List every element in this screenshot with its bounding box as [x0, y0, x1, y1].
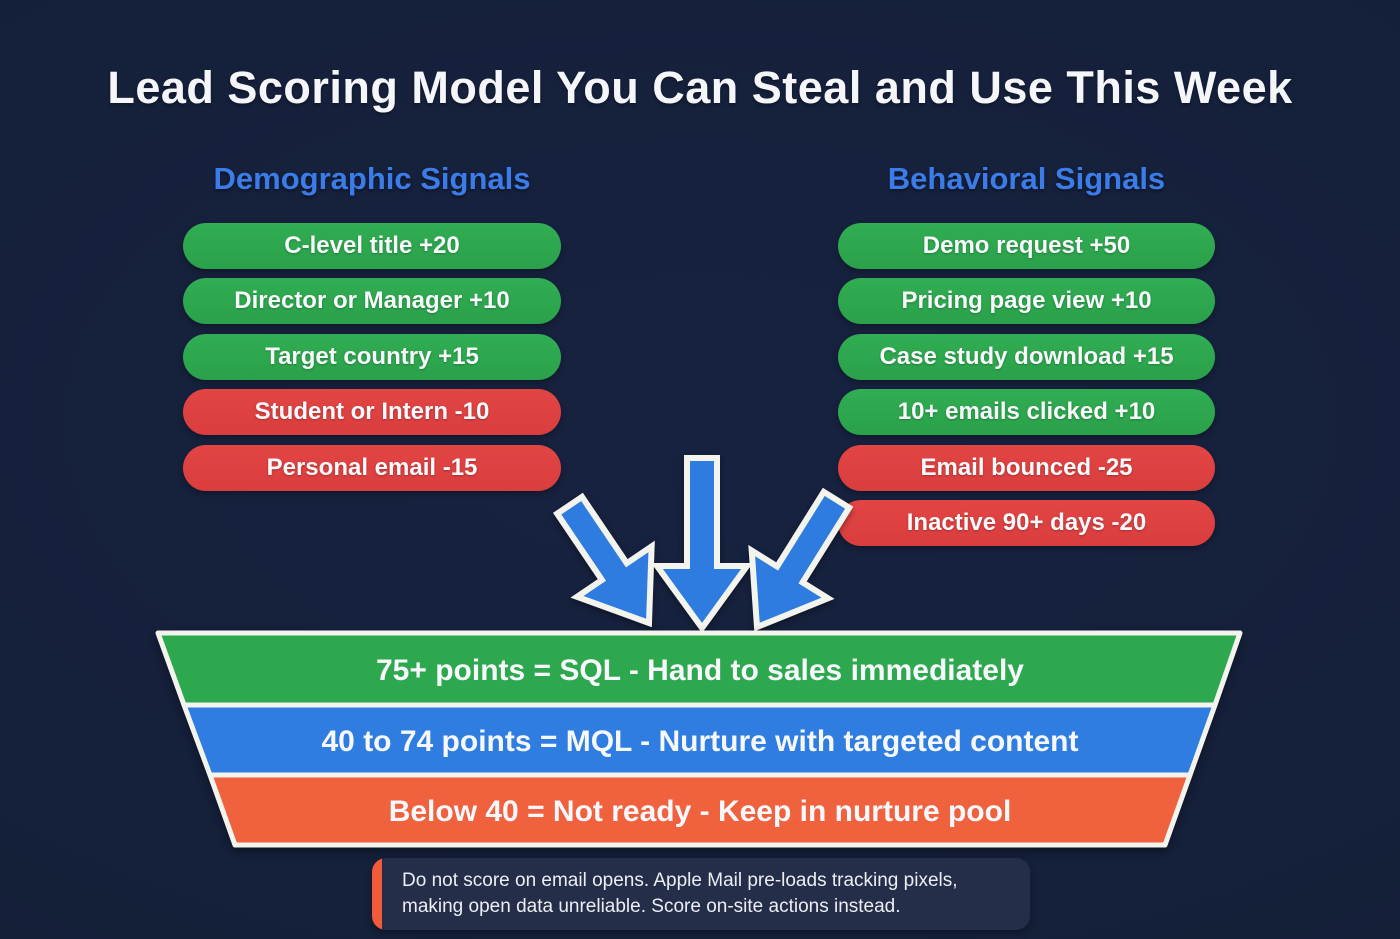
- pill-email-bounced: Email bounced -25: [838, 445, 1215, 491]
- arrow-down-center-icon: [651, 455, 753, 634]
- funnel-tier-not-ready: [207, 772, 1193, 848]
- pill-student-or-intern: Student or Intern -10: [183, 389, 561, 435]
- pill-target-country: Target country +15: [183, 334, 561, 380]
- arrow-down-left-icon: [552, 492, 655, 628]
- pill-emails-clicked: 10+ emails clicked +10: [838, 389, 1215, 435]
- pill-c-level-title: C-level title +20: [183, 223, 561, 269]
- pill-inactive-90-days: Inactive 90+ days -20: [838, 500, 1215, 546]
- pill-pricing-page-view: Pricing page view +10: [838, 278, 1215, 324]
- funnel-label-not-ready: Below 40 = Not ready - Keep in nurture p…: [389, 795, 1012, 828]
- note-line-2: making open data unreliable. Score on-si…: [402, 896, 901, 918]
- column-heading-demographic: Demographic Signals: [213, 161, 531, 196]
- note-text: Do not score on email opens. Apple Mail …: [382, 858, 976, 930]
- lead-score-funnel: 75+ points = SQL - Hand to sales immedia…: [155, 630, 1243, 848]
- funnel-label-sql: 75+ points = SQL - Hand to sales immedia…: [376, 654, 1024, 687]
- page-title: Lead Scoring Model You Can Steal and Use…: [107, 62, 1293, 113]
- column-heading-behavioral: Behavioral Signals: [887, 161, 1166, 196]
- callout-note: Do not score on email opens. Apple Mail …: [372, 858, 1030, 931]
- pill-demo-request: Demo request +50: [838, 223, 1215, 269]
- note-accent-bar: [372, 858, 382, 931]
- arrow-down-right-icon: [748, 487, 854, 632]
- funnel-label-mql: 40 to 74 points = MQL - Nurture with tar…: [321, 725, 1078, 758]
- pill-personal-email: Personal email -15: [183, 445, 561, 491]
- pill-director-or-manager: Director or Manager +10: [183, 278, 561, 324]
- pill-case-study-download: Case study download +15: [838, 334, 1215, 380]
- converging-arrows: [552, 455, 854, 634]
- note-line-1: Do not score on email opens. Apple Mail …: [402, 870, 958, 891]
